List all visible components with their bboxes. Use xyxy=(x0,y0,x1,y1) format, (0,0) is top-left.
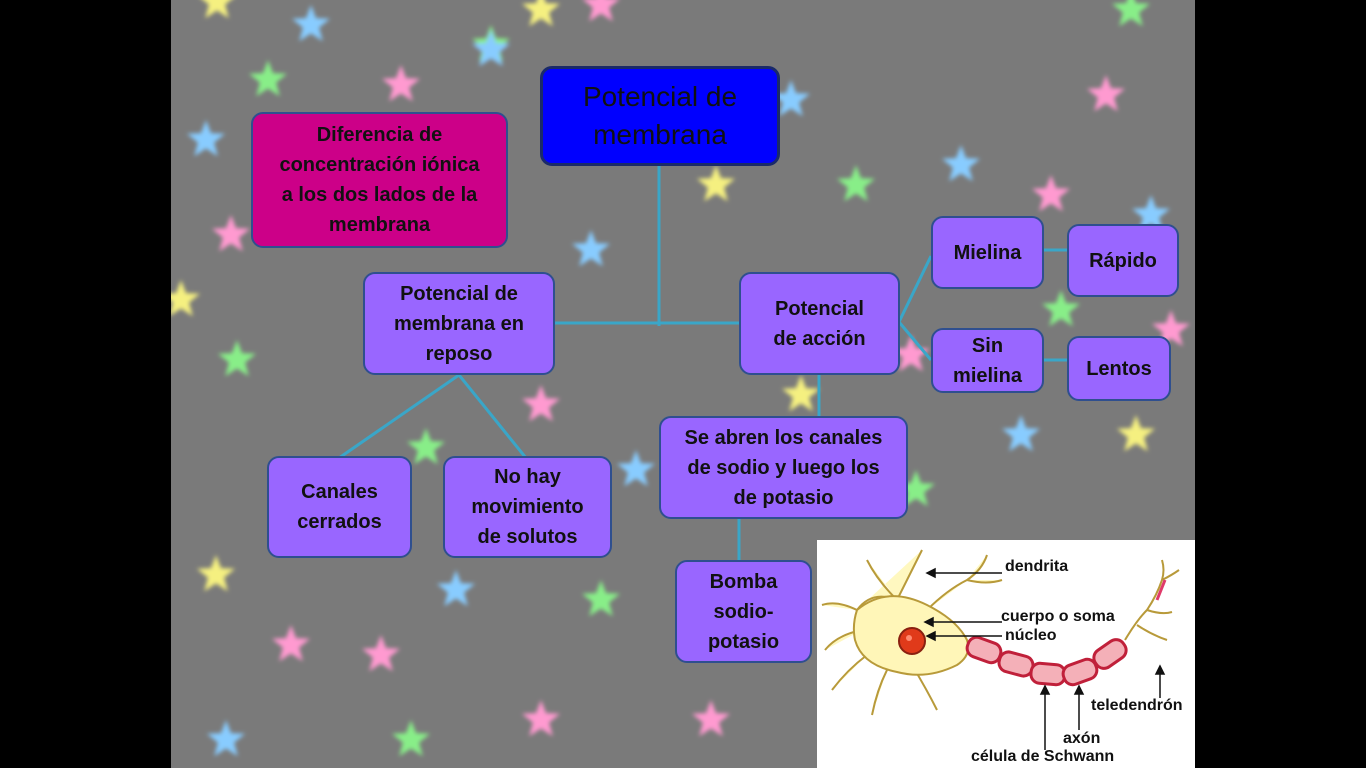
myelin-node: Mielina xyxy=(931,216,1044,289)
resting-potential-node: Potencial de membrana en reposo xyxy=(363,272,555,375)
schwann-label: célula de Schwann xyxy=(971,748,1114,766)
pump-node: Bomba sodio- potasio xyxy=(675,560,812,663)
neuron-illustration: dendrita cuerpo o soma núcleo teledendró… xyxy=(817,540,1195,768)
nucleus-label: núcleo xyxy=(1005,627,1057,645)
channels-open-node: Se abren los canales de sodio y luego lo… xyxy=(659,416,908,519)
no-movement-node: No hay movimiento de solutos xyxy=(443,456,612,558)
slow-node: Lentos xyxy=(1067,336,1171,401)
axon-label: axón xyxy=(1063,730,1100,748)
slide: Potencial de membrana Diferencia de conc… xyxy=(171,0,1195,768)
title-node: Potencial de membrana xyxy=(540,66,780,166)
dendrite-label: dendrita xyxy=(1005,558,1068,576)
telodendron-label: teledendrón xyxy=(1091,697,1183,715)
soma-label: cuerpo o soma xyxy=(1001,608,1115,626)
action-potential-node: Potencial de acción xyxy=(739,272,900,375)
channels-closed-node: Canales cerrados xyxy=(267,456,412,558)
concentration-node: Diferencia de concentración iónica a los… xyxy=(251,112,508,248)
no-myelin-node: Sin mielina xyxy=(931,328,1044,393)
fast-node: Rápido xyxy=(1067,224,1179,297)
